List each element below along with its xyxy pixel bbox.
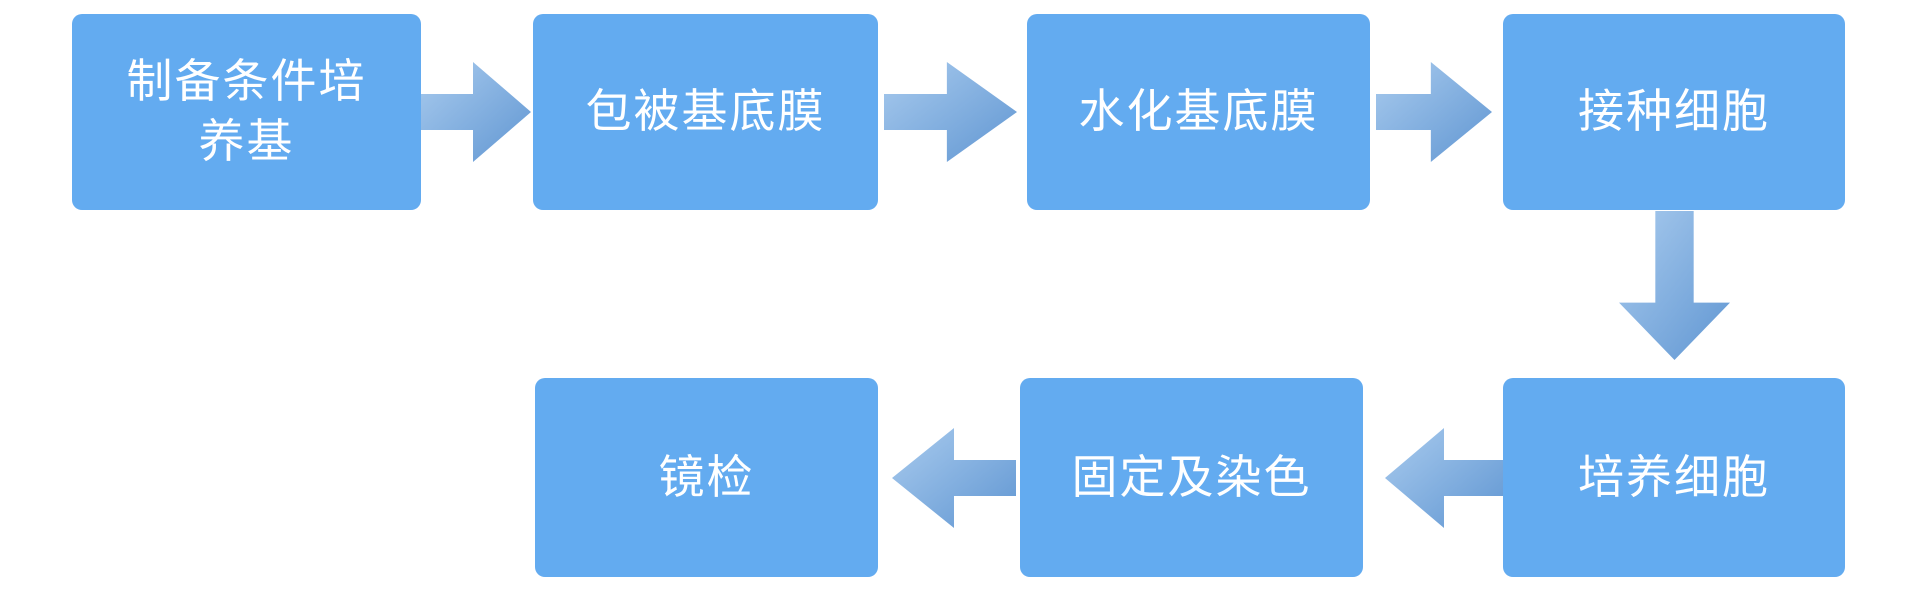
arrow-right-icon	[884, 62, 1017, 162]
flow-step-hydrate-basement-membrane: 水化基底膜	[1027, 14, 1370, 210]
flow-step-label: 镜检	[658, 450, 755, 503]
flow-step-seed-cells: 接种细胞	[1503, 14, 1845, 210]
flow-step-label: 包被基底膜	[585, 85, 826, 138]
arrow-left-icon	[1385, 428, 1503, 528]
flow-step-microscopy: 镜检	[535, 378, 878, 577]
arrow-left-icon	[892, 428, 1016, 528]
flow-step-label: 水化基底膜	[1078, 85, 1319, 138]
flow-step-prepare-conditioned-medium: 制备条件培养基	[72, 14, 421, 210]
flow-step-label: 培养细胞	[1578, 450, 1770, 503]
flow-step-coat-basement-membrane: 包被基底膜	[533, 14, 878, 210]
flow-step-label: 接种细胞	[1578, 85, 1770, 138]
arrow-right-icon	[1376, 62, 1492, 162]
flow-step-culture-cells: 培养细胞	[1503, 378, 1845, 577]
arrow-down-icon	[1619, 211, 1730, 360]
arrow-right-icon	[421, 62, 531, 162]
flow-step-fix-and-stain: 固定及染色	[1020, 378, 1363, 577]
flow-step-label: 固定及染色	[1071, 450, 1312, 503]
flow-step-label: 制备条件培养基	[126, 55, 367, 167]
